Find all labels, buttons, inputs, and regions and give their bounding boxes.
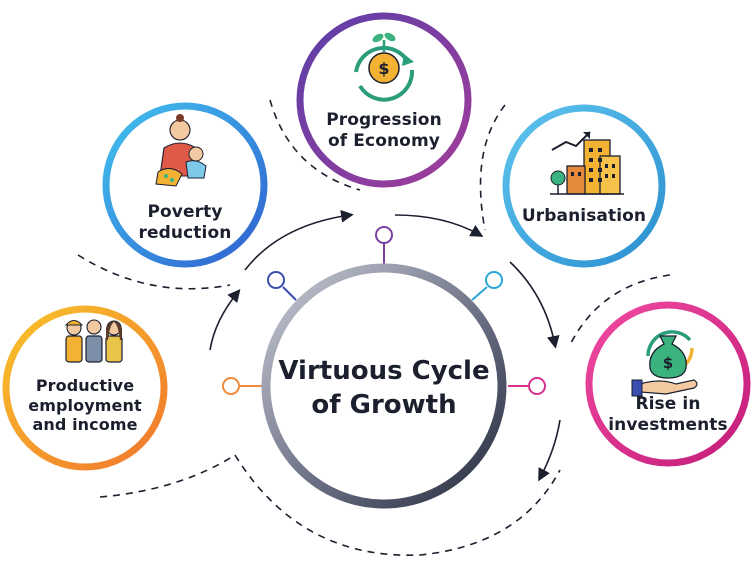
arrow-down-right — [538, 419, 561, 482]
arrow-to-poverty — [209, 289, 241, 351]
connector-node-left — [222, 377, 240, 395]
label-urbanisation: Urbanisation — [514, 206, 654, 227]
label-poverty-line1: Poverty — [147, 202, 223, 222]
label-employment-line2: employment — [28, 395, 142, 415]
label-urbanisation-line1: Urbanisation — [521, 206, 647, 226]
label-poverty: Poverty reduction — [115, 202, 255, 243]
label-progression: Progression of Economy — [314, 110, 454, 151]
dashed-arc-bottom — [234, 454, 561, 556]
center-title-line1: Virtuous Cycle — [278, 356, 490, 386]
label-employment: Productive employment and income — [20, 376, 150, 435]
label-investments-line1: Rise in — [635, 394, 701, 414]
label-progression-line2: of Economy — [328, 130, 440, 151]
center-title: Virtuous Cycle of Growth — [266, 355, 502, 423]
connectors — [222, 226, 546, 395]
center-title-line2: of Growth — [311, 389, 457, 420]
label-progression-line1: Progression — [326, 110, 442, 130]
node-poverty — [102, 102, 268, 268]
svg-text:$: $ — [663, 354, 673, 372]
dashed-arc-top-left — [269, 99, 361, 191]
money-bag-hand-icon: $ — [631, 330, 698, 397]
connector-node-right — [528, 377, 546, 395]
connector-node-top — [375, 226, 393, 244]
node-investments: $ — [585, 301, 751, 467]
arrow-to-urbanisation — [394, 214, 484, 237]
dashed-outer-arcs — [77, 99, 671, 556]
arrow-to-investments — [509, 261, 560, 349]
label-investments-line2: investments — [608, 414, 728, 435]
dashed-arc-left — [77, 254, 231, 290]
center-circle — [261, 263, 507, 509]
workers-group-icon — [64, 319, 123, 363]
label-employment-line1: Productive — [35, 376, 135, 395]
coin-growth-icon: $ — [354, 32, 415, 102]
label-investments: Rise in investments — [598, 394, 738, 435]
node-employment — [2, 305, 168, 471]
dashed-arc-right — [569, 274, 671, 346]
city-buildings-icon — [550, 131, 624, 195]
mother-child-icon — [155, 114, 207, 187]
cycle-arrows — [209, 209, 561, 482]
dashed-arc-bottom-left — [99, 454, 236, 498]
label-employment-line3: and income — [32, 415, 138, 435]
node-progression: $ — [296, 12, 472, 188]
arrow-to-progression — [244, 209, 354, 271]
svg-text:$: $ — [378, 59, 389, 78]
node-urbanisation — [502, 104, 666, 268]
connector-node-top-left — [267, 271, 285, 289]
dashed-arc-top-right — [479, 104, 506, 231]
label-poverty-line2: reduction — [138, 222, 232, 243]
connector-node-top-right — [485, 271, 503, 289]
